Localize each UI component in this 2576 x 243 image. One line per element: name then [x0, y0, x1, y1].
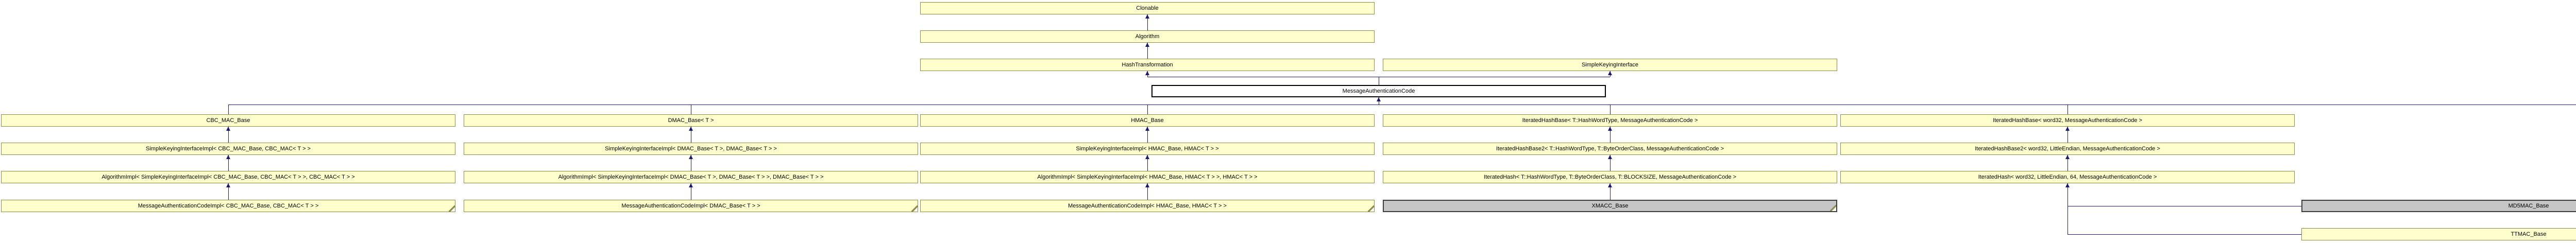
class-node-ski-impl-dmac[interactable]: SimpleKeyingInterfaceImpl< DMAC_Base< T … — [464, 143, 918, 155]
class-node-label: AlgorithmImpl< SimpleKeyingInterfaceImpl… — [1037, 174, 1258, 180]
inheritance-edge — [1610, 105, 1611, 114]
inheritance-arrow-up — [226, 183, 230, 187]
inheritance-arrow-up — [1145, 155, 1149, 159]
inheritance-edge — [1610, 127, 1611, 143]
class-node-mac-impl-dmac[interactable]: MessageAuthenticationCodeImpl< DMAC_Base… — [464, 200, 918, 212]
more-derived-classes-fold-marker — [911, 205, 918, 212]
inheritance-edge — [2067, 234, 2301, 235]
class-node-dmac-base-t[interactable]: DMAC_Base< T > — [464, 114, 918, 127]
class-node-label: IteratedHash< word32, LittleEndian, 64, … — [1978, 174, 2157, 180]
class-node-hash-transformation[interactable]: HashTransformation — [920, 59, 1375, 71]
inheritance-arrow-up — [1608, 155, 1612, 159]
more-derived-classes-fold-marker — [1830, 205, 1836, 211]
inheritance-edge — [1610, 155, 1611, 171]
class-node-label: MessageAuthenticationCodeImpl< HMAC_Base… — [1068, 203, 1227, 209]
inheritance-arrow-up — [689, 183, 693, 187]
inheritance-arrow-up — [1145, 14, 1149, 19]
class-node-label: MessageAuthenticationCode — [1342, 88, 1415, 94]
inheritance-arrow-up — [1377, 97, 1381, 101]
inheritance-arrow-up — [1145, 127, 1149, 131]
inheritance-arrow-up — [1145, 43, 1149, 47]
class-node-iterated-hash-t[interactable]: IteratedHash< T::HashWordType, T::ByteOr… — [1383, 171, 1837, 183]
inheritance-arrow-up — [1608, 71, 1612, 75]
class-node-label: SimpleKeyingInterface — [1581, 62, 1639, 68]
class-node-label: MessageAuthenticationCodeImpl< DMAC_Base… — [621, 203, 760, 209]
inheritance-arrow-up — [1145, 183, 1149, 187]
inheritance-edge — [1147, 155, 1148, 171]
inheritance-edge — [2067, 155, 2068, 171]
class-node-label: HMAC_Base — [1131, 117, 1164, 124]
class-node-iterated-hash-base-word32[interactable]: IteratedHashBase< word32, MessageAuthent… — [1840, 114, 2295, 127]
class-node-label: Clonable — [1136, 5, 1159, 11]
inheritance-arrow-up — [689, 155, 693, 159]
class-node-label: MD5MAC_Base — [2508, 203, 2549, 209]
class-node-label: CBC_MAC_Base — [206, 117, 250, 124]
inheritance-edge — [228, 127, 229, 143]
inheritance-arrow-up — [689, 127, 693, 131]
class-node-label: AlgorithmImpl< SimpleKeyingInterfaceImpl… — [558, 174, 824, 180]
inheritance-edge — [228, 155, 229, 171]
class-node-label: HashTransformation — [1122, 62, 1173, 68]
inheritance-edge — [1147, 183, 1148, 200]
class-node-label: SimpleKeyingInterfaceImpl< HMAC_Base, HM… — [1076, 146, 1219, 152]
inheritance-edge — [1147, 14, 1148, 30]
inheritance-edge — [1147, 105, 1148, 114]
inheritance-edge — [228, 105, 229, 114]
inheritance-arrow-up — [226, 155, 230, 159]
inheritance-edge — [1610, 183, 1611, 200]
class-node-hmac-base[interactable]: HMAC_Base — [920, 114, 1375, 127]
class-node-iterated-hash-base-hashwordtype[interactable]: IteratedHashBase< T::HashWordType, Messa… — [1383, 114, 1837, 127]
class-node-label: SimpleKeyingInterfaceImpl< CBC_MAC_Base,… — [146, 146, 311, 152]
class-node-label: SimpleKeyingInterfaceImpl< DMAC_Base< T … — [605, 146, 777, 152]
class-node-md5mac-base: MD5MAC_Base — [2301, 200, 2576, 212]
class-node-clonable[interactable]: Clonable — [920, 2, 1375, 14]
class-node-label: XMACC_Base — [1591, 203, 1629, 209]
inheritance-edge — [2067, 127, 2068, 143]
class-node-label: TTMAC_Base — [2511, 231, 2547, 237]
class-node-algorithm-impl-dmac[interactable]: AlgorithmImpl< SimpleKeyingInterfaceImpl… — [464, 171, 918, 183]
class-node-label: IteratedHashBase2< T::HashWordType, T::B… — [1496, 146, 1724, 152]
class-node-iterated-hash-base2-t[interactable]: IteratedHashBase2< T::HashWordType, T::B… — [1383, 143, 1837, 155]
inheritance-edge — [1147, 43, 1148, 59]
inheritance-arrow-up — [2065, 155, 2070, 159]
more-derived-classes-fold-marker — [449, 205, 455, 212]
class-node-algorithm[interactable]: Algorithm — [920, 30, 1375, 43]
class-node-simple-keying-interface[interactable]: SimpleKeyingInterface — [1383, 59, 1837, 71]
class-node-label: IteratedHashBase2< word32, LittleEndian,… — [1975, 146, 2160, 152]
class-node-mac-impl-hmac[interactable]: MessageAuthenticationCodeImpl< HMAC_Base… — [920, 200, 1375, 212]
class-node-xmacc-base: XMACC_Base — [1383, 200, 1837, 212]
class-node-algorithm-impl-hmac[interactable]: AlgorithmImpl< SimpleKeyingInterfaceImpl… — [920, 171, 1375, 183]
class-node-cbc-mac-base[interactable]: CBC_MAC_Base — [1, 114, 455, 127]
class-node-ski-impl-cbc-mac[interactable]: SimpleKeyingInterfaceImpl< CBC_MAC_Base,… — [1, 143, 455, 155]
inheritance-arrow-up — [1608, 127, 1612, 131]
inheritance-arrow-up — [2065, 127, 2070, 131]
inheritance-edge — [2067, 183, 2068, 234]
class-node-label: MessageAuthenticationCodeImpl< CBC_MAC_B… — [138, 203, 319, 209]
class-node-label: IteratedHashBase< word32, MessageAuthent… — [1993, 117, 2142, 124]
inheritance-edge — [1147, 127, 1148, 143]
inheritance-arrow-up — [2065, 183, 2070, 187]
class-node-iterated-hash-base2-word32[interactable]: IteratedHashBase2< word32, LittleEndian,… — [1840, 143, 2295, 155]
inheritance-arrow-up — [1608, 183, 1612, 187]
class-node-ski-impl-hmac[interactable]: SimpleKeyingInterfaceImpl< HMAC_Base, HM… — [920, 143, 1375, 155]
class-node-label: Algorithm — [1135, 33, 1160, 40]
more-derived-classes-fold-marker — [1368, 205, 1374, 212]
class-node-message-authentication-code: MessageAuthenticationCode — [1151, 85, 1606, 97]
class-node-label: IteratedHash< T::HashWordType, T::ByteOr… — [1483, 174, 1737, 180]
inheritance-edge — [2067, 105, 2068, 114]
class-node-label: AlgorithmImpl< SimpleKeyingInterfaceImpl… — [101, 174, 355, 180]
class-node-label: DMAC_Base< T > — [668, 117, 714, 124]
class-node-iterated-hash-word32[interactable]: IteratedHash< word32, LittleEndian, 64, … — [1840, 171, 2295, 183]
class-node-mac-impl-cbc-mac[interactable]: MessageAuthenticationCodeImpl< CBC_MAC_B… — [1, 200, 455, 212]
class-node-algorithm-impl-cbc-mac[interactable]: AlgorithmImpl< SimpleKeyingInterfaceImpl… — [1, 171, 455, 183]
inheritance-arrow-up — [1145, 71, 1149, 75]
inheritance-edge — [228, 183, 229, 200]
inheritance-arrow-up — [226, 127, 230, 131]
class-node-ttmac-base[interactable]: TTMAC_Base — [2301, 228, 2576, 240]
class-node-label: IteratedHashBase< T::HashWordType, Messa… — [1522, 117, 1698, 124]
